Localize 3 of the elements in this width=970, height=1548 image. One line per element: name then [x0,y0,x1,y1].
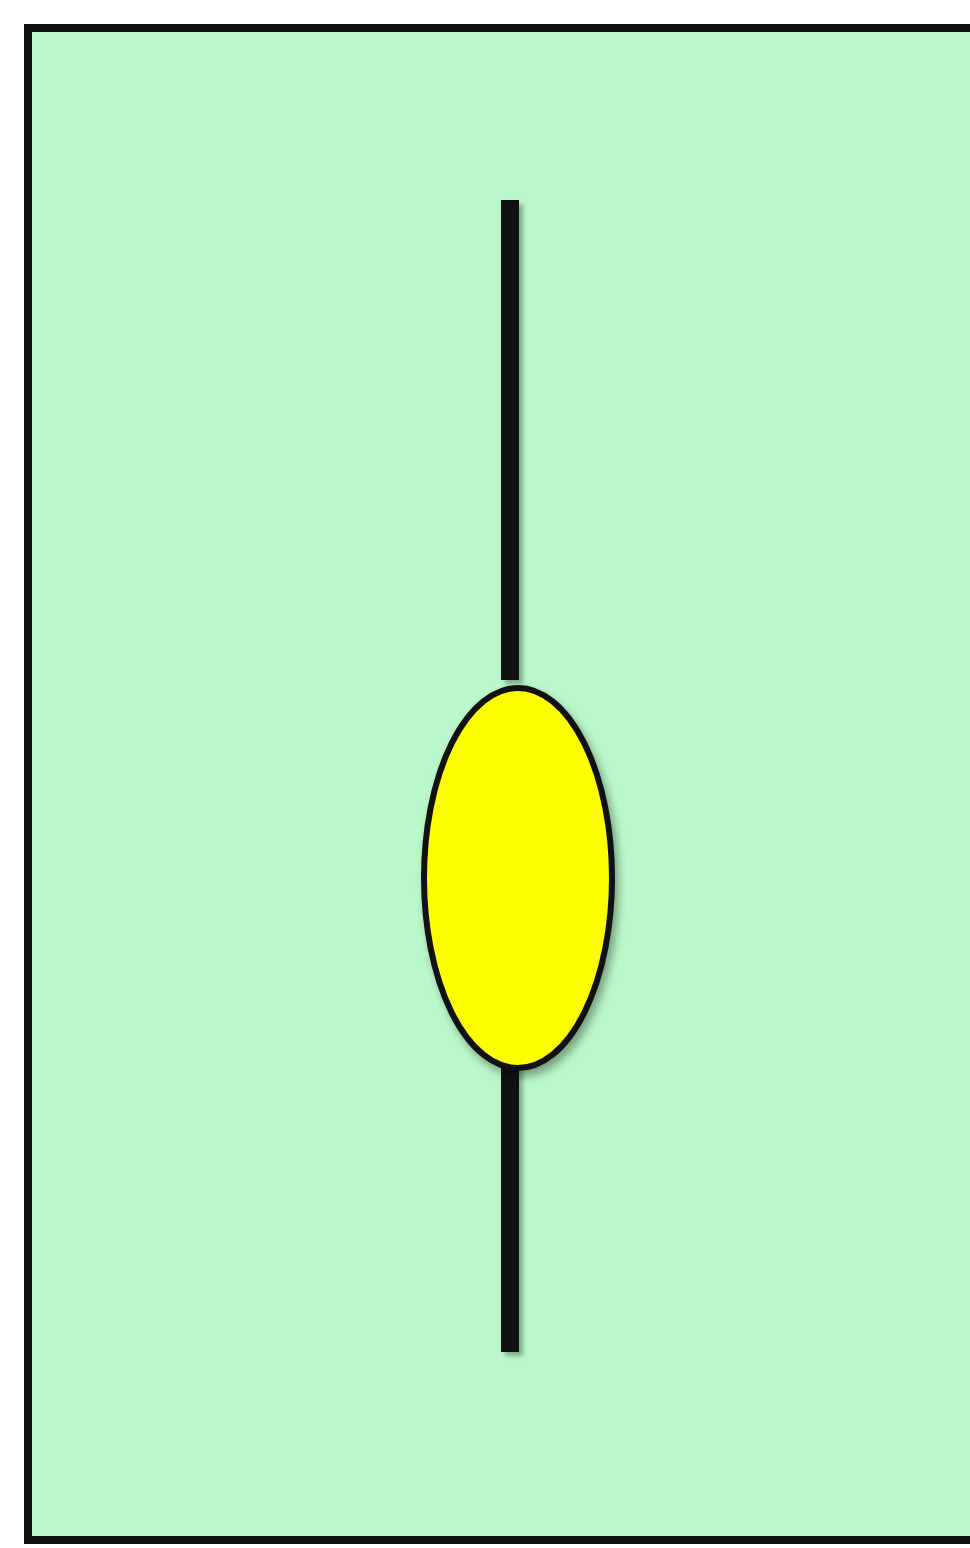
rod-line [501,200,519,680]
bead-ellipse [420,684,616,1072]
panel-background [24,24,970,1544]
